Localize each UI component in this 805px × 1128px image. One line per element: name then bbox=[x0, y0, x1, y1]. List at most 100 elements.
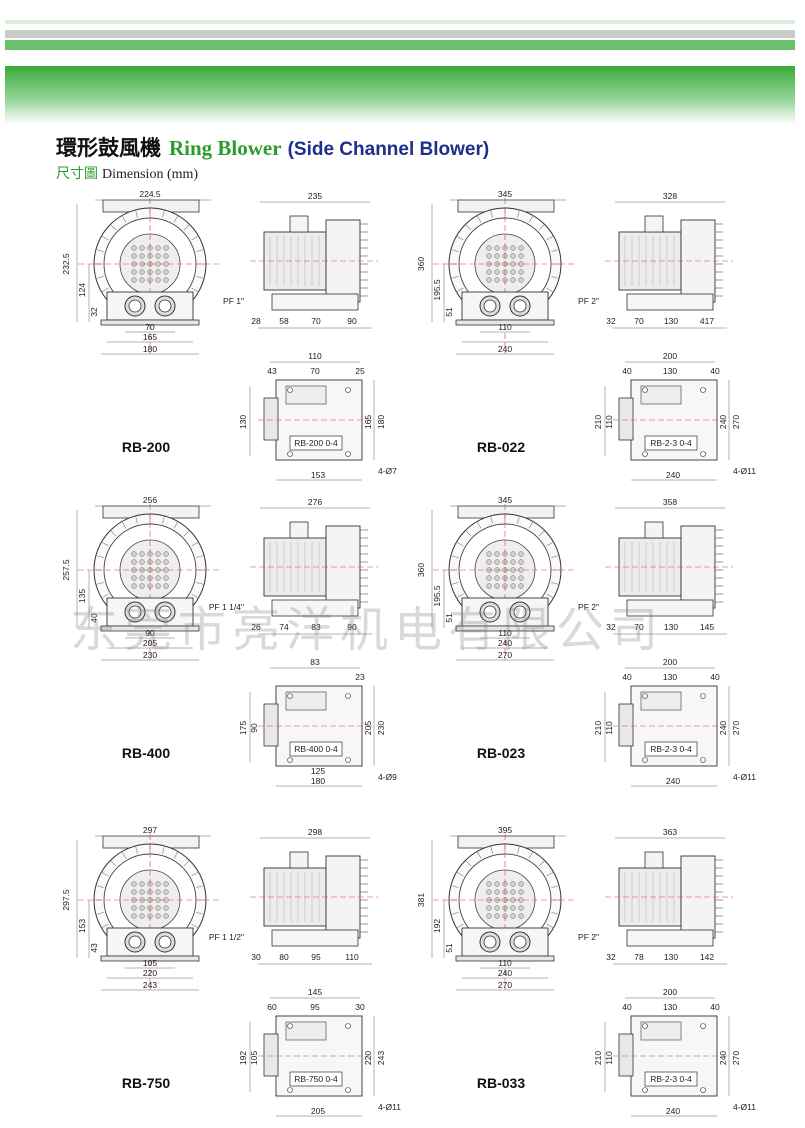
front-width-label: 224.5 bbox=[139, 189, 161, 199]
side-dim-3: 70 bbox=[311, 316, 321, 326]
header-stripe-green bbox=[5, 40, 795, 50]
base-right-1: 240 bbox=[718, 721, 728, 735]
base-top-2: 130 bbox=[663, 366, 677, 376]
side-pipe-label: PF 2" bbox=[578, 296, 599, 306]
model-name: RB-200 bbox=[122, 439, 170, 455]
front-base-mid: 205 bbox=[143, 638, 157, 648]
base-top-1: 40 bbox=[622, 366, 632, 376]
base-holes-label: 4-Ø11 bbox=[733, 466, 756, 476]
side-pipe-label: PF 1" bbox=[223, 296, 244, 306]
front-base-outer: 243 bbox=[143, 980, 157, 990]
side-width-label: 363 bbox=[663, 827, 677, 837]
front-base-mid: 165 bbox=[143, 332, 157, 342]
model-name: RB-023 bbox=[477, 745, 525, 761]
front-base-inner: 110 bbox=[498, 958, 512, 968]
subtitle-english: Dimension (mm) bbox=[102, 167, 199, 182]
front-height-center: 195.5 bbox=[432, 279, 442, 301]
model-plate-label: RB-2-3 0-4 bbox=[650, 744, 692, 754]
front-base-inner: 70 bbox=[145, 322, 155, 332]
front-base-outer: 270 bbox=[498, 980, 512, 990]
base-top-3: 25 bbox=[355, 366, 365, 376]
base-top-3: 40 bbox=[710, 672, 720, 682]
base-right-2: 230 bbox=[376, 721, 386, 735]
front-width-label: 297 bbox=[143, 825, 157, 835]
side-dim-2: 70 bbox=[634, 622, 644, 632]
base-left-label: 210 bbox=[593, 721, 603, 735]
base-top-3: 23 bbox=[355, 672, 365, 682]
model-plate-label: RB-400 0-4 bbox=[294, 744, 338, 754]
base-left-2: 90 bbox=[249, 723, 259, 733]
side-pipe-label: PF 1 1/4" bbox=[209, 602, 244, 612]
model-plate-label: RB-2-3 0-4 bbox=[650, 1074, 692, 1084]
base-left-2: 110 bbox=[604, 415, 614, 429]
front-base-outer: 230 bbox=[143, 650, 157, 660]
base-top-2: 130 bbox=[663, 672, 677, 682]
model-plate-label: RB-750 0-4 bbox=[294, 1074, 338, 1084]
front-height-total: 381 bbox=[416, 893, 426, 907]
front-base-outer: 270 bbox=[498, 650, 512, 660]
base-left-label: 192 bbox=[238, 1051, 248, 1065]
model-name: RB-022 bbox=[477, 439, 525, 455]
front-base-height: 40 bbox=[89, 613, 99, 623]
base-right-1: 165 bbox=[363, 415, 373, 429]
front-base-mid: 240 bbox=[498, 638, 512, 648]
side-pipe-label: PF 2" bbox=[578, 932, 599, 942]
header-stripe-light bbox=[5, 20, 795, 24]
front-height-center: 195.5 bbox=[432, 585, 442, 607]
front-base-outer: 240 bbox=[498, 344, 512, 354]
side-dim-4: 142 bbox=[700, 952, 714, 962]
base-top-1: 60 bbox=[267, 1002, 277, 1012]
side-dim-4: 145 bbox=[700, 622, 714, 632]
base-holes-label: 4-Ø7 bbox=[378, 466, 397, 476]
side-width-label: 298 bbox=[308, 827, 322, 837]
side-dim-2: 58 bbox=[279, 316, 289, 326]
base-bottom-label: 240 bbox=[666, 1106, 680, 1116]
base-top-label: 200 bbox=[663, 351, 677, 361]
front-base-inner: 90 bbox=[145, 628, 155, 638]
watermark: 东莞市亮洋机电有限公司 bbox=[70, 602, 665, 658]
base-left-label: 130 bbox=[238, 415, 248, 429]
front-height-total: 257.5 bbox=[61, 559, 71, 581]
base-left-2: 110 bbox=[604, 721, 614, 735]
base-top-1: 43 bbox=[267, 366, 277, 376]
base-bottom-label: 240 bbox=[666, 776, 680, 786]
base-bottom-label: 205 bbox=[311, 1106, 325, 1116]
subtitle-chinese: 尺寸圖 bbox=[56, 166, 98, 182]
front-height-center: 135 bbox=[77, 589, 87, 603]
front-base-height: 51 bbox=[444, 307, 454, 317]
base-right-1: 205 bbox=[363, 721, 373, 735]
base-top-2: 95 bbox=[310, 1002, 320, 1012]
base-holes-label: 4-Ø9 bbox=[378, 772, 397, 782]
side-dim-1: 32 bbox=[606, 316, 616, 326]
base-right-2: 243 bbox=[376, 1051, 386, 1065]
base-right-1: 220 bbox=[363, 1051, 373, 1065]
base-holes-label: 4-Ø11 bbox=[378, 1102, 401, 1112]
side-dim-4: 110 bbox=[345, 952, 359, 962]
base-bottom-label: 240 bbox=[666, 470, 680, 480]
front-height-total: 360 bbox=[416, 257, 426, 271]
front-height-center: 153 bbox=[77, 919, 87, 933]
side-dim-1: 30 bbox=[251, 952, 261, 962]
side-dim-3: 83 bbox=[311, 622, 321, 632]
base-right-1: 240 bbox=[718, 1051, 728, 1065]
header-stripe-gray bbox=[5, 30, 795, 38]
base-right-2: 270 bbox=[731, 415, 741, 429]
base-top-2: 70 bbox=[310, 366, 320, 376]
front-width-label: 345 bbox=[498, 189, 512, 199]
front-height-center: 124 bbox=[77, 283, 87, 297]
front-height-total: 297.5 bbox=[61, 889, 71, 911]
side-width-label: 328 bbox=[663, 191, 677, 201]
